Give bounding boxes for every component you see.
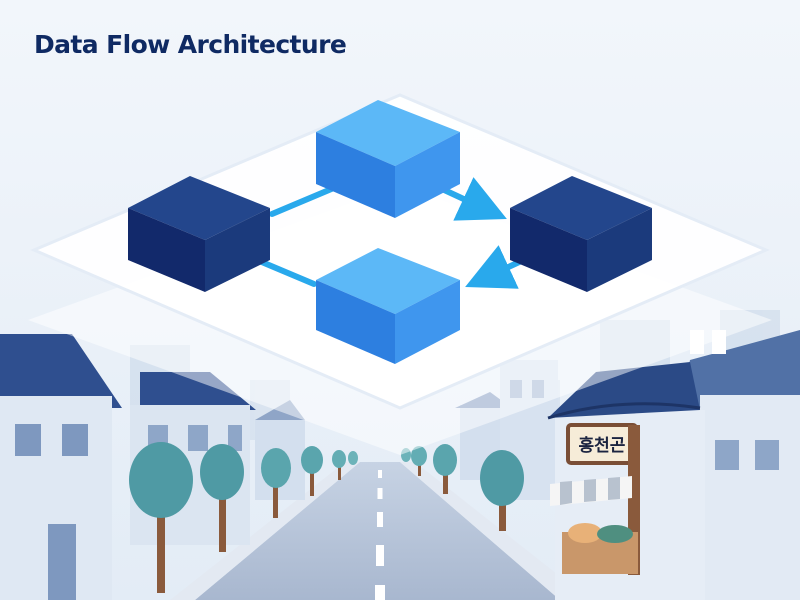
produce-stall: [562, 523, 638, 574]
tree-row-right: [401, 444, 524, 531]
house-left-front: [0, 334, 122, 600]
diagram-title: Data Flow Architecture: [34, 30, 347, 59]
node-cube-left: [128, 176, 270, 292]
node-cube-right: [510, 176, 652, 292]
shop-awning: [550, 476, 632, 506]
shop-sign-text: 홍천곤: [579, 435, 626, 456]
node-cube-bottom: [316, 248, 460, 364]
shop-building: 홍천곤: [547, 362, 705, 600]
house-right-front: [680, 330, 800, 600]
node-cube-top: [316, 100, 460, 218]
diagram-platform: [30, 93, 770, 410]
tree-row-left: [129, 442, 358, 593]
road: [170, 462, 590, 600]
